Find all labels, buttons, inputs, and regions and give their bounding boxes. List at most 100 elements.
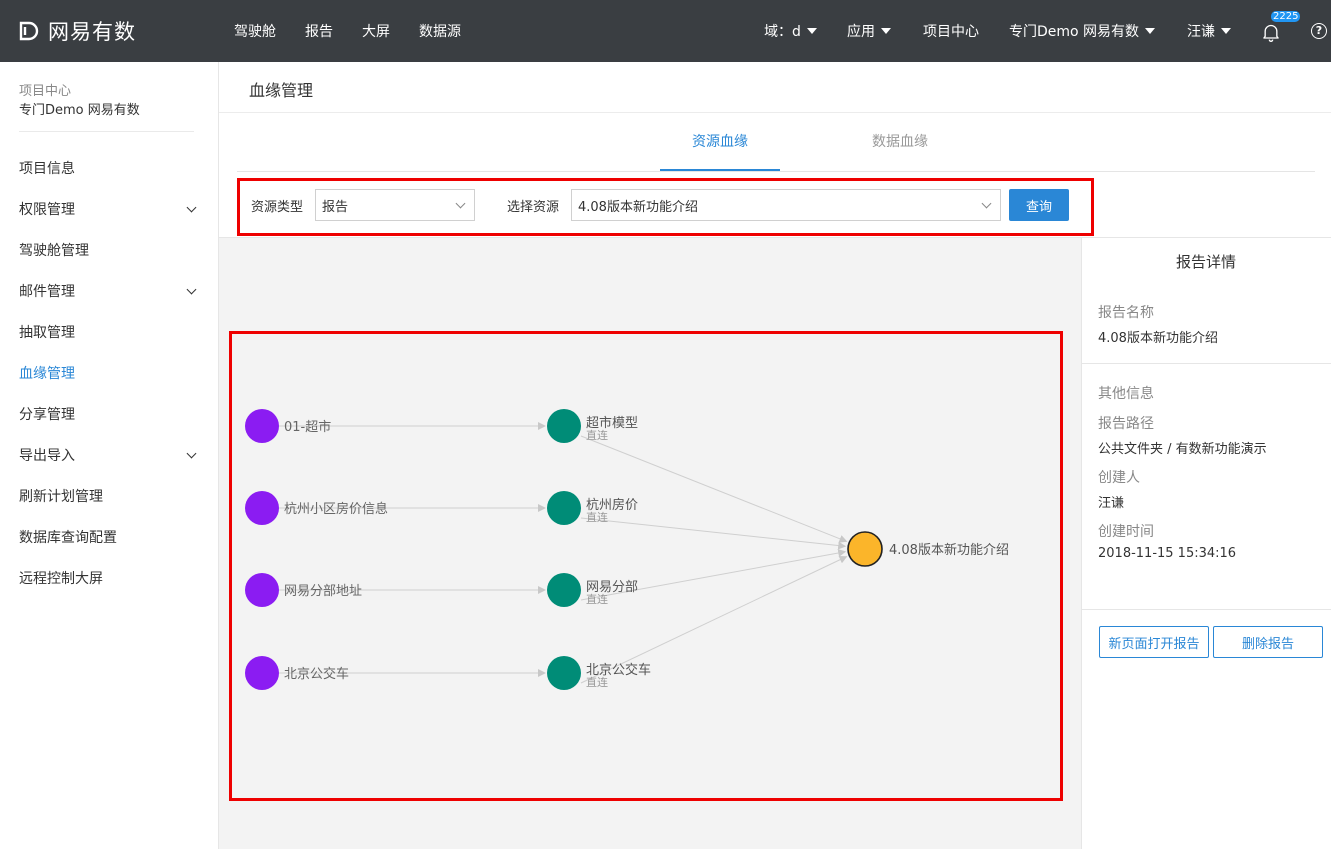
resource-select[interactable]: 4.08版本新功能介绍: [571, 189, 1001, 221]
source-node[interactable]: [245, 409, 279, 443]
nav-datasource[interactable]: 数据源: [419, 24, 461, 40]
sidebar-item-permission[interactable]: 权限管理: [19, 198, 199, 220]
sidebar-item-remote-screen[interactable]: 远程控制大屏: [19, 567, 199, 589]
caret-down-icon: [1145, 28, 1155, 34]
chevron-down-icon: [186, 202, 197, 212]
brand[interactable]: 网易有数: [18, 16, 136, 46]
source-node[interactable]: [245, 573, 279, 607]
sidebar-item-label: 权限管理: [19, 202, 75, 218]
source-node-label: 网易分部地址: [284, 584, 362, 599]
open-report-button[interactable]: 新页面打开报告: [1099, 626, 1209, 658]
sidebar-item-extract[interactable]: 抽取管理: [19, 321, 199, 343]
brand-name: 网易有数: [48, 20, 136, 44]
apps-dropdown[interactable]: 应用: [847, 21, 891, 41]
details-panel: [1081, 237, 1331, 849]
report-name-label: 报告名称: [1098, 305, 1154, 321]
bell-icon: [1263, 24, 1279, 42]
user-dropdown[interactable]: 汪谦: [1187, 21, 1231, 41]
delete-report-button[interactable]: 删除报告: [1213, 626, 1323, 658]
notification-button[interactable]: 2225: [1261, 11, 1301, 43]
domain-dropdown[interactable]: 域：d: [764, 21, 817, 41]
resource-value: 4.08版本新功能介绍: [578, 199, 698, 215]
sidebar-item-project-info[interactable]: 项目信息: [19, 157, 199, 179]
sidebar-item-label: 导出导入: [19, 448, 75, 464]
model-node[interactable]: [547, 409, 581, 443]
sidebar-item-label: 远程控制大屏: [19, 571, 103, 587]
lineage-graph[interactable]: 01-超市超市模型直连杭州小区房价信息杭州房价直连网易分部地址网易分部直连北京公…: [219, 237, 1081, 849]
tab-data-lineage[interactable]: 数据血缘: [872, 134, 928, 150]
project-dropdown[interactable]: 专门Demo 网易有数: [1009, 21, 1155, 41]
resource-type-value: 报告: [322, 199, 349, 215]
source-node[interactable]: [245, 656, 279, 690]
model-node-label: 超市模型: [586, 415, 638, 431]
sidebar-divider: [19, 131, 194, 132]
sidebar-item-share[interactable]: 分享管理: [19, 403, 199, 425]
creator-value: 汪谦: [1098, 496, 1125, 511]
details-title: 报告详情: [1175, 253, 1236, 271]
lineage-canvas[interactable]: [219, 237, 1081, 849]
model-node-sublabel: 直连: [586, 510, 608, 524]
details-divider: [1082, 609, 1331, 610]
title-divider: [219, 112, 1331, 113]
model-node-label: 北京公交车: [586, 662, 651, 678]
sidebar-item-label: 分享管理: [19, 407, 75, 423]
domain-label: 域：d: [764, 24, 801, 40]
nav-cockpit[interactable]: 驾驶舱: [234, 24, 276, 40]
lineage-edge: [580, 517, 847, 550]
caret-down-icon: [1221, 28, 1231, 34]
sidebar-item-label: 邮件管理: [19, 284, 75, 300]
sidebar-item-mail[interactable]: 邮件管理: [19, 280, 199, 302]
sidebar-item-label: 驾驶舱管理: [19, 243, 89, 259]
apps-label: 应用: [846, 24, 875, 40]
model-node-label: 杭州房价: [586, 497, 638, 513]
active-tab-indicator: [660, 169, 780, 171]
model-node-sublabel: 直连: [586, 592, 608, 606]
help-icon[interactable]: ?: [1311, 23, 1327, 39]
created-time-value: 2018-11-15 15:34:16: [1098, 546, 1237, 561]
resource-type-select[interactable]: 报告: [315, 189, 475, 221]
sidebar-item-label: 数据库查询配置: [19, 530, 117, 546]
report-name-value: 4.08版本新功能介绍: [1098, 331, 1218, 346]
sidebar-item-cockpit[interactable]: 驾驶舱管理: [19, 239, 199, 261]
target-node-label: 4.08版本新功能介绍: [889, 542, 1009, 558]
sidebar-item-label: 项目信息: [19, 161, 75, 177]
project-center-link[interactable]: 项目中心: [923, 21, 979, 41]
sidebar-item-db-query[interactable]: 数据库查询配置: [19, 526, 199, 548]
target-node[interactable]: [847, 531, 883, 567]
main-nav: 驾驶舱 报告 大屏 数据源: [234, 0, 490, 62]
nav-report[interactable]: 报告: [305, 24, 333, 40]
model-node-label: 网易分部: [586, 580, 638, 595]
chevron-down-icon: [455, 198, 466, 209]
sidebar: 项目中心 专门Demo 网易有数 项目信息 权限管理 驾驶舱管理 邮件管理 抽取…: [0, 62, 219, 849]
lineage-edge: [580, 549, 847, 601]
other-info-label: 其他信息: [1098, 386, 1154, 402]
model-node[interactable]: [547, 491, 581, 525]
creator-label: 创建人: [1098, 470, 1140, 486]
project-center-label: 项目中心: [922, 24, 979, 40]
tab-resource-lineage[interactable]: 资源血缘: [692, 134, 748, 150]
top-bar: 网易有数 驾驶舱 报告 大屏 数据源 域：d 应用 项目中心 专门Demo 网易…: [0, 0, 1331, 62]
sidebar-item-import-export[interactable]: 导出导入: [19, 444, 199, 466]
model-node[interactable]: [547, 656, 581, 690]
lineage-edge: [580, 435, 848, 543]
sidebar-item-lineage[interactable]: 血缘管理: [19, 362, 199, 384]
query-button[interactable]: 查询: [1009, 189, 1069, 221]
resource-type-label: 资源类型: [251, 200, 304, 215]
source-node-label: 杭州小区房价信息: [284, 501, 388, 517]
sidebar-item-label: 刷新计划管理: [19, 489, 103, 505]
nav-bigscreen[interactable]: 大屏: [362, 24, 390, 40]
source-node-label: 01-超市: [284, 419, 331, 435]
sidebar-item-label: 血缘管理: [19, 366, 75, 382]
project-center-title: 项目中心: [19, 84, 72, 99]
user-label: 汪谦: [1187, 24, 1215, 40]
project-label: 专门Demo 网易有数: [1008, 24, 1139, 40]
details-divider: [1082, 363, 1331, 364]
source-node[interactable]: [245, 491, 279, 525]
model-node[interactable]: [547, 573, 581, 607]
sidebar-item-refresh-plan[interactable]: 刷新计划管理: [19, 485, 199, 507]
project-name: 专门Demo 网易有数: [19, 103, 140, 118]
chevron-down-icon: [186, 284, 197, 294]
created-time-label: 创建时间: [1098, 524, 1154, 540]
model-node-sublabel: 直连: [586, 428, 608, 442]
tab-divider: [237, 171, 1315, 172]
